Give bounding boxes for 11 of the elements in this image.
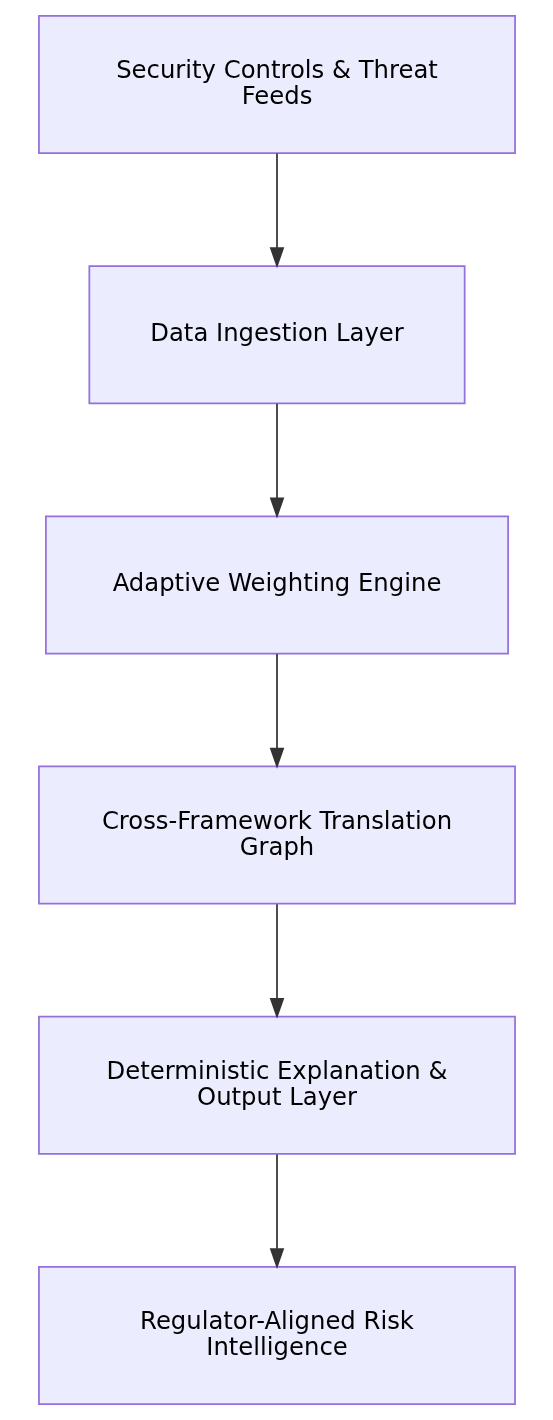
node-box: Cross-Framework Translation Graph: [37, 765, 516, 905]
arrow: [269, 152, 284, 269]
node-box: Security Controls & Threat Feeds: [37, 14, 516, 154]
node-box: Deterministic Explanation & Output Layer: [37, 1015, 516, 1155]
node-box: Adaptive Weighting Engine: [44, 515, 509, 655]
node-box: Regulator-Aligned Risk Intelligence: [37, 1266, 516, 1406]
arrow: [269, 653, 284, 769]
arrow: [269, 1153, 284, 1270]
arrow: [269, 402, 284, 519]
arrow: [269, 903, 284, 1019]
node-box: Data Ingestion Layer: [87, 265, 466, 405]
